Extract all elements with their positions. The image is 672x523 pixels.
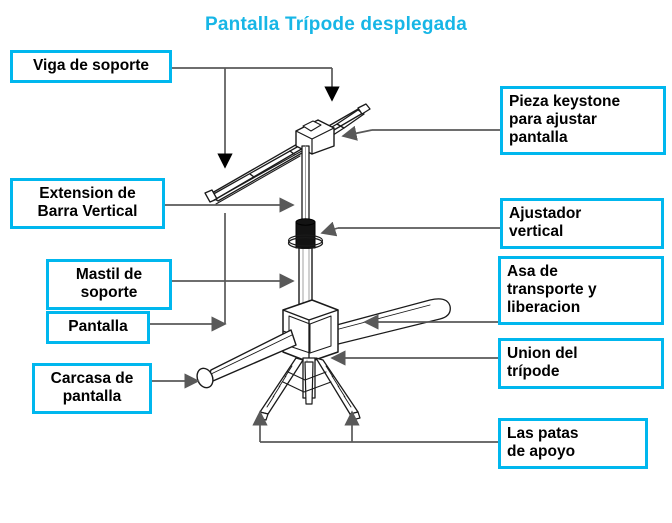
screen-case-art <box>196 329 297 389</box>
label-pantalla[interactable]: Pantalla <box>46 311 150 344</box>
leader-ajustador-vertical <box>320 221 500 237</box>
label-extension-barra-vertical[interactable]: Extension de Barra Vertical <box>10 178 165 229</box>
tripod-legs-art <box>257 357 361 421</box>
label-ajustador-vertical[interactable]: Ajustador vertical <box>500 198 664 249</box>
label-mastil-de-soporte[interactable]: Mastil de soporte <box>46 259 172 310</box>
label-las-patas-de-apoyo[interactable]: Las patas de apoyo <box>498 418 648 469</box>
label-carcasa-de-pantalla[interactable]: Carcasa de pantalla <box>32 363 152 414</box>
leader-pantalla <box>150 213 227 332</box>
label-asa-de-transporte[interactable]: Asa de transporte y liberacion <box>498 256 664 325</box>
leader-las-patas-de-apoyo <box>252 410 500 443</box>
label-viga-de-soporte[interactable]: Viga de soporte <box>10 50 172 83</box>
vertical-adjuster-art <box>287 218 324 250</box>
leader-viga-de-soporte <box>172 67 340 169</box>
leader-pieza-keystone <box>341 125 500 141</box>
label-union-del-tripode[interactable]: Union del trípode <box>498 338 664 389</box>
page-title: Pantalla Trípode desplegada <box>205 14 467 35</box>
label-pieza-keystone[interactable]: Pieza keystone para ajustar pantalla <box>500 86 666 155</box>
